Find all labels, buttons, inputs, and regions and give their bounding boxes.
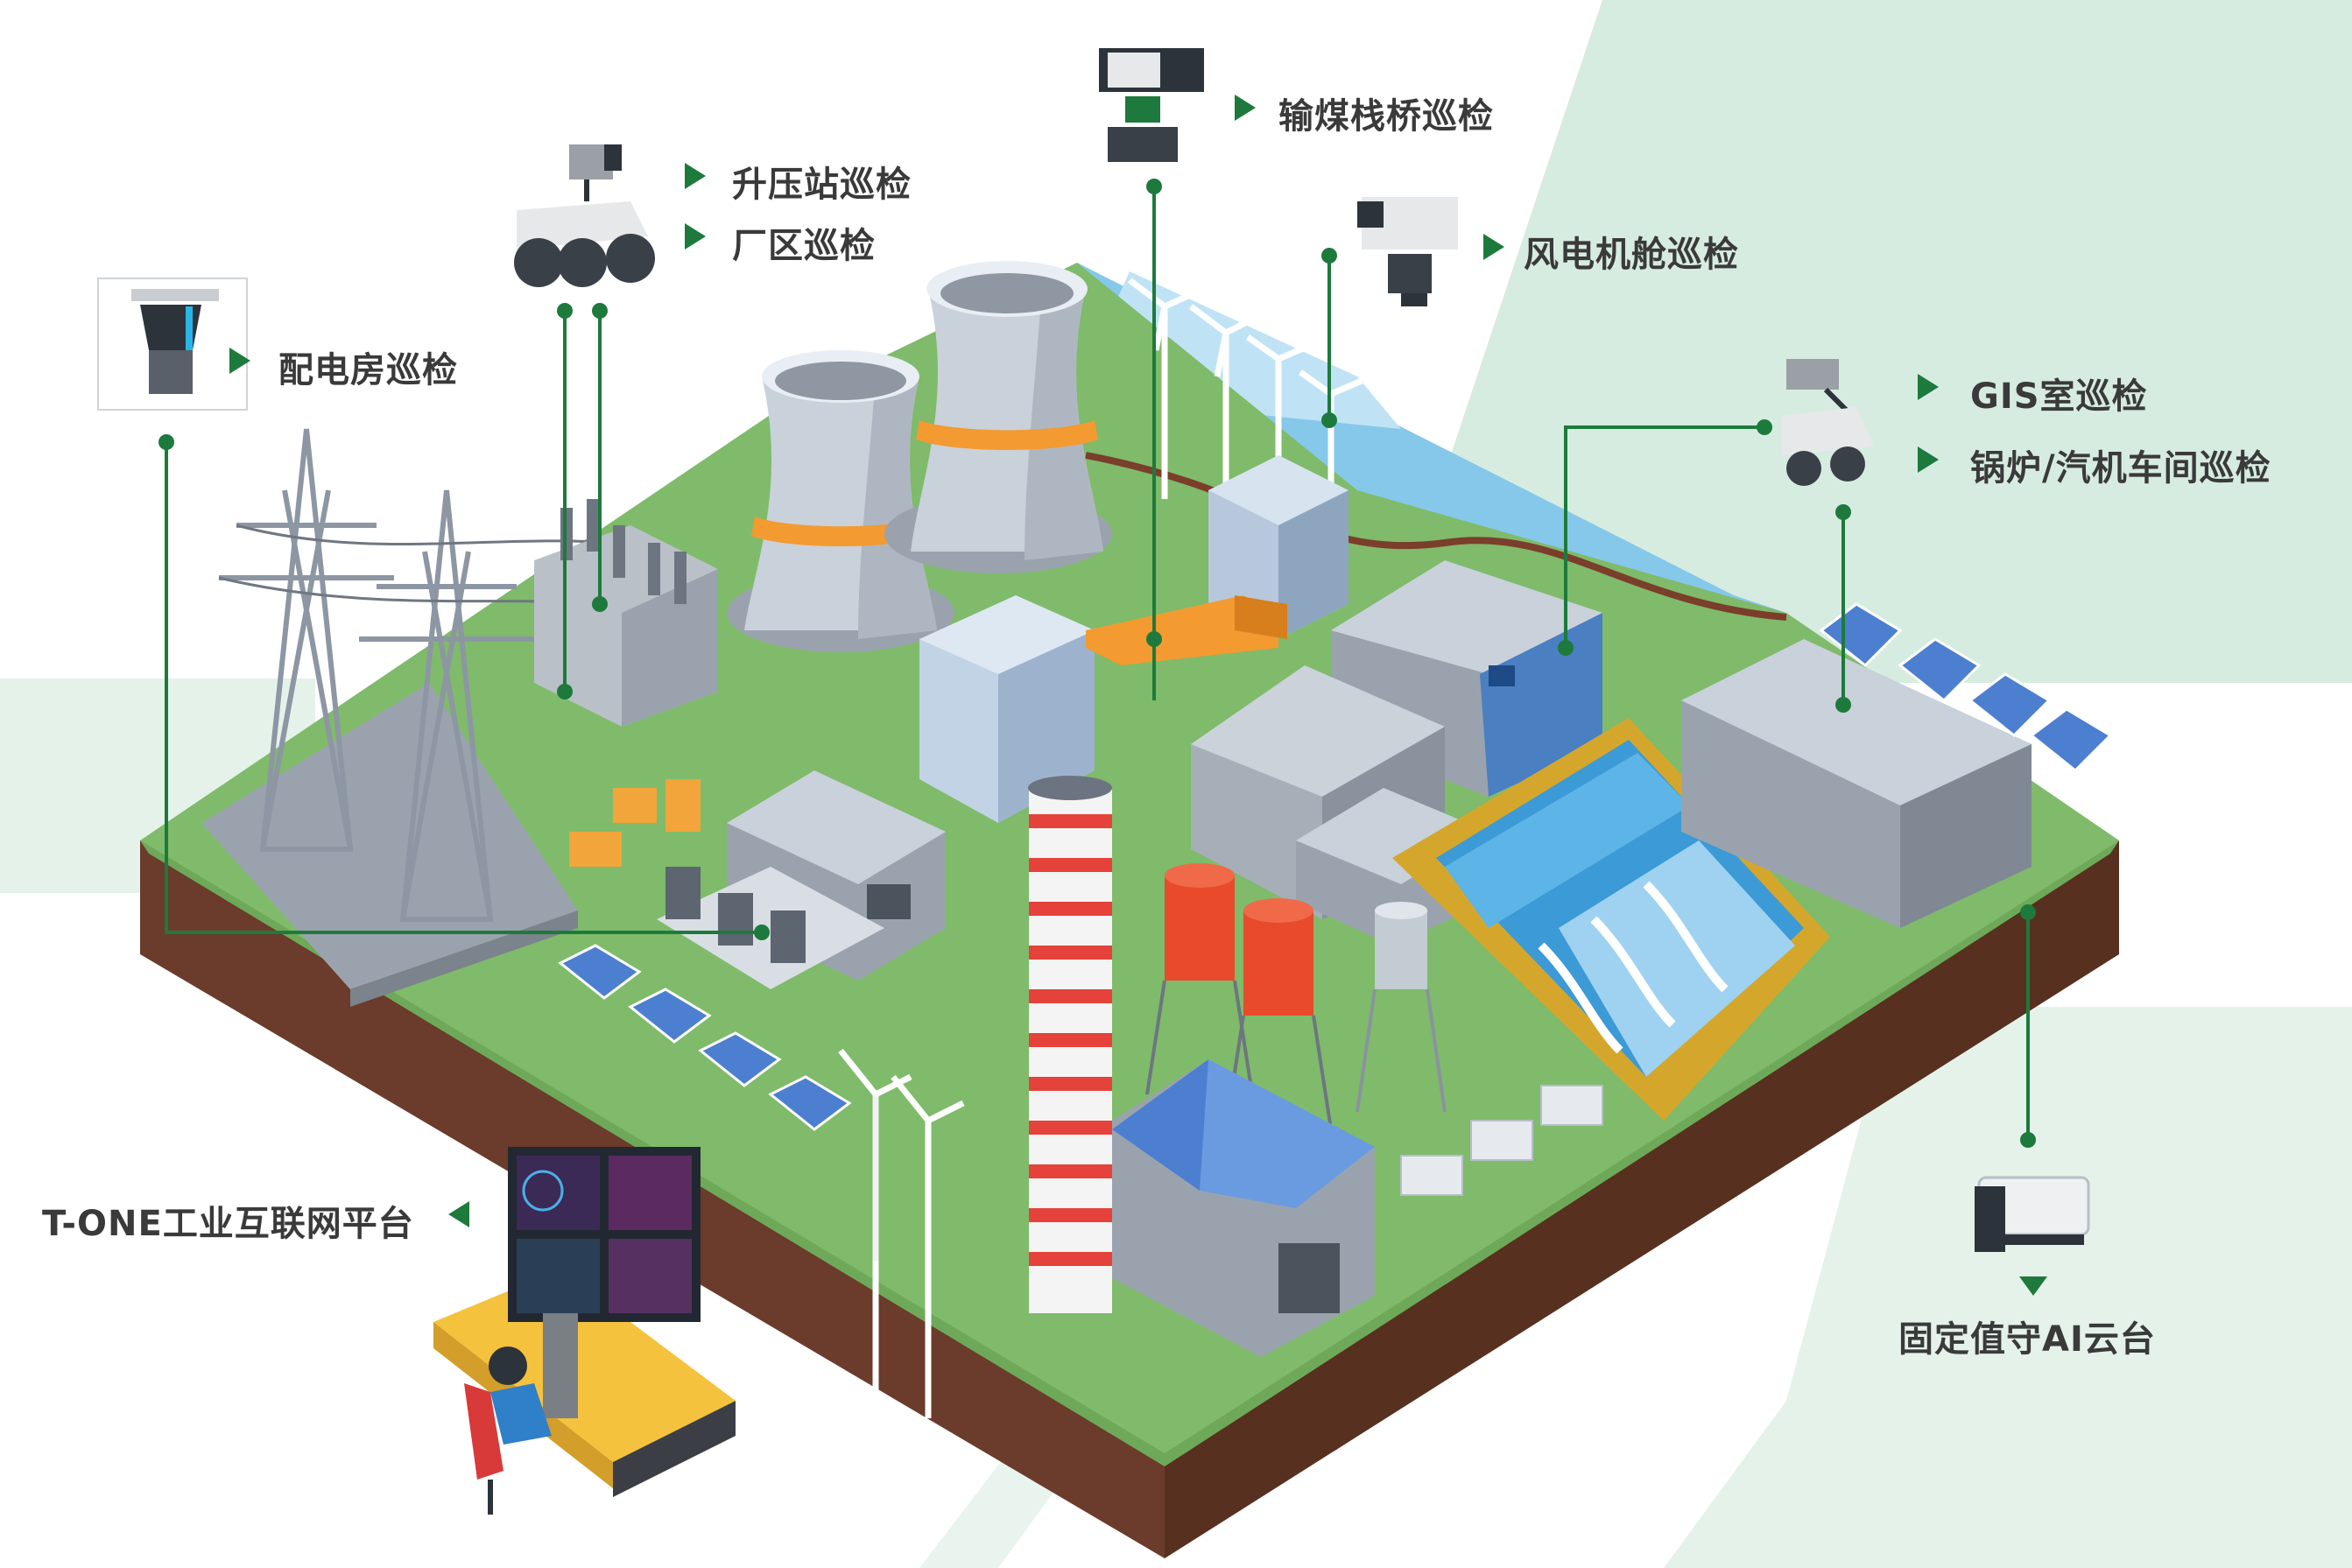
callout-dots [158,179,2036,1148]
ai-ptz-camera-icon [1975,1176,2090,1252]
callout-lines [165,186,2030,1140]
label-substation-patrol: 升压站巡检 [732,165,912,205]
label-fixed-ai-ptz: 固定值守AI云台 [1898,1319,2156,1360]
arrow-icon [685,163,706,189]
label-distribution-room-patrol: 配电房巡检 [278,350,458,390]
control-room [433,1147,736,1515]
water-towers [1145,863,1447,1130]
arrow-icon [229,348,250,374]
arrow-icon [448,1201,469,1227]
label-boiler-turbine-patrol: 锅炉/汽机车间巡检 [1970,448,2271,489]
arrow-icon [1235,95,1256,121]
coal-trestle-robot-icon [1099,48,1204,162]
transmission-towers [218,428,631,922]
wind-nacelle-robot-icon [1357,197,1458,306]
patrol-robot-icon [514,144,655,287]
label-wind-nacelle-patrol: 风电机舱巡检 [1524,235,1739,275]
coal-conveyor [1086,595,1287,665]
arrow-icon [1918,446,1939,473]
arrow-icon [1918,374,1939,400]
distribution-robot-icon [97,278,248,411]
cooling-towers [727,261,1112,652]
label-plant-patrol: 厂区巡检 [732,226,876,266]
gis-robot-icon [1782,359,1874,486]
arrow-icon [2019,1276,2047,1296]
arrow-icon [1483,234,1504,260]
wind-turbines [838,278,1363,1453]
arrow-icon [685,223,706,250]
solar-panels [558,602,2113,1131]
label-coal-trestle-patrol: 输煤栈桥巡检 [1278,96,1494,137]
label-gis-room-patrol: GIS室巡检 [1970,376,2148,417]
chimney [1028,776,1112,1313]
label-platform: T-ONE工业互联网平台 [42,1204,414,1244]
